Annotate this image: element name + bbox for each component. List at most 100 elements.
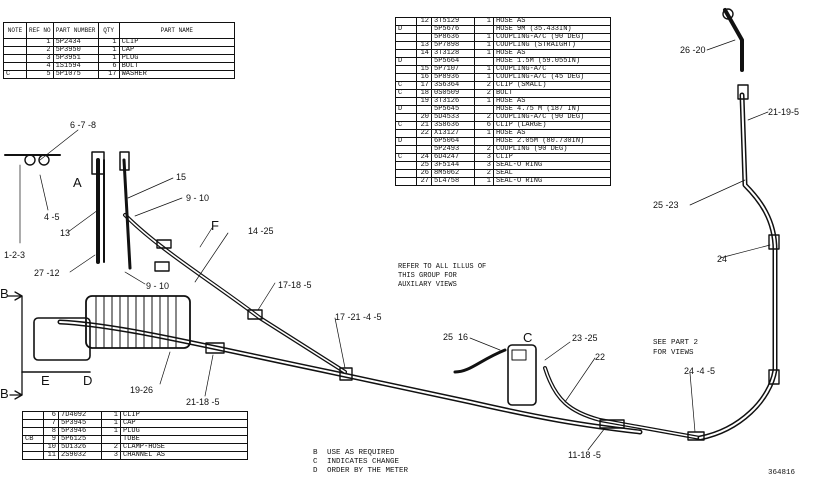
letter-e: E [41, 373, 50, 388]
letter-c: C [523, 330, 533, 345]
cell-note [395, 41, 417, 50]
cell-note [22, 451, 44, 460]
cell-part-number: 6D4247 [431, 153, 475, 162]
legend-key: B [313, 449, 318, 457]
cell-part-name: BOLT [118, 62, 236, 71]
cell-note: D [395, 25, 417, 34]
callout-1-2-3: 1-2-3 [4, 250, 26, 260]
cell-ref-no [416, 145, 432, 154]
cell-qty: 3 [474, 161, 494, 170]
hose-12 [697, 8, 780, 441]
cell-note [395, 113, 417, 122]
cell-note [3, 62, 27, 71]
letter-b-top: B [0, 286, 9, 301]
callout-21-19-5: 21-19-5 [768, 107, 800, 117]
cell-ref-no: 7 [43, 419, 59, 428]
col-part-name: PART NAME [118, 22, 236, 39]
leader-lines [19, 39, 771, 451]
see-part-2-note: SEE PART 2 FOR VIEWS [653, 339, 699, 357]
auxiliary-views-note: REFER TO ALL ILLUS OF THIS GROUP FOR AUX… [398, 263, 487, 289]
cell-part-name: WASHER [118, 70, 236, 79]
cell-ref-no: 2 [26, 46, 54, 55]
cell-qty: 2 [101, 443, 121, 452]
cell-part-name: PLUG [120, 427, 248, 436]
cell-ref-no [416, 57, 432, 66]
cell-note: D [395, 57, 417, 66]
cell-ref-no: 12 [416, 17, 432, 26]
cell-ref-no: 24 [416, 153, 432, 162]
cell-part-number: 5P2493 [431, 145, 475, 154]
cell-part-number: 5P2434 [52, 38, 99, 47]
cell-qty: 6 [474, 121, 494, 130]
cell-part-name: CLAMP-HOSE [120, 443, 248, 452]
cell-note [3, 46, 27, 55]
cell-qty: 1 [101, 411, 121, 420]
pipes-a [91, 151, 132, 270]
cell-ref-no: 20 [416, 113, 432, 122]
letter-d: D [83, 373, 93, 388]
view-arrows [7, 291, 23, 400]
col-qty: QTY [97, 22, 120, 39]
cell-qty: 3 [101, 451, 121, 460]
cell-ref-no: 3 [26, 54, 54, 63]
cell-note [395, 49, 417, 58]
callout-24: 24 [717, 254, 728, 264]
cell-note [395, 65, 417, 74]
cell-part-name: CLIP [120, 411, 248, 420]
cell-qty: 1 [474, 49, 494, 58]
cell-note: C [395, 89, 417, 98]
cell-ref-no: 18 [416, 89, 432, 98]
cell-ref-no: 26 [416, 169, 432, 178]
col-ref-no: REF NO [26, 22, 54, 39]
cell-note: CB [22, 435, 44, 444]
cell-ref-no: 16 [416, 73, 432, 82]
cell-note [22, 427, 44, 436]
cell-qty: 2 [474, 145, 494, 154]
cell-note [3, 38, 27, 47]
legend-key: C [313, 458, 318, 466]
cell-part-number: 5P7107 [431, 65, 475, 74]
callout-25-16: 25 16 [443, 332, 469, 342]
cell-part-number: 5P5645 [431, 105, 475, 114]
cell-part-number: 5D1326 [58, 443, 102, 452]
cell-qty: 1 [474, 33, 494, 42]
callout-24-4-5: 24 -4 -5 [684, 366, 716, 376]
cell-ref-no: 15 [416, 65, 432, 74]
cell-qty: 3 [474, 153, 494, 162]
cell-part-name: HOSE AS [493, 97, 611, 106]
cell-qty: 1 [97, 54, 120, 63]
cell-part-number: 5P3950 [52, 46, 99, 55]
letter-b-bottom: B [0, 386, 9, 401]
clip-bracket [4, 154, 61, 166]
receiver-drier [507, 344, 537, 406]
cell-note: C [3, 70, 27, 79]
cell-qty: 1 [474, 177, 494, 186]
cell-ref-no: 10 [43, 443, 59, 452]
cell-qty: 1 [474, 129, 494, 138]
cell-qty: 1 [474, 17, 494, 26]
cell-part-name: CLIP (SMALL) [493, 81, 611, 90]
compressor [21, 295, 191, 373]
cell-part-number: 5P5676 [431, 25, 475, 34]
cell-qty: 17 [97, 70, 120, 79]
cell-ref-no: 1 [26, 38, 54, 47]
cell-part-name: COUPLING-A/C (90 DEG) [493, 33, 611, 42]
cell-note: D [395, 105, 417, 114]
cell-part-number: 2S9032 [58, 451, 102, 460]
cell-part-name: COUPLING (90 DEG) [493, 145, 611, 154]
callout-26-20: 26 -20 [680, 45, 706, 55]
